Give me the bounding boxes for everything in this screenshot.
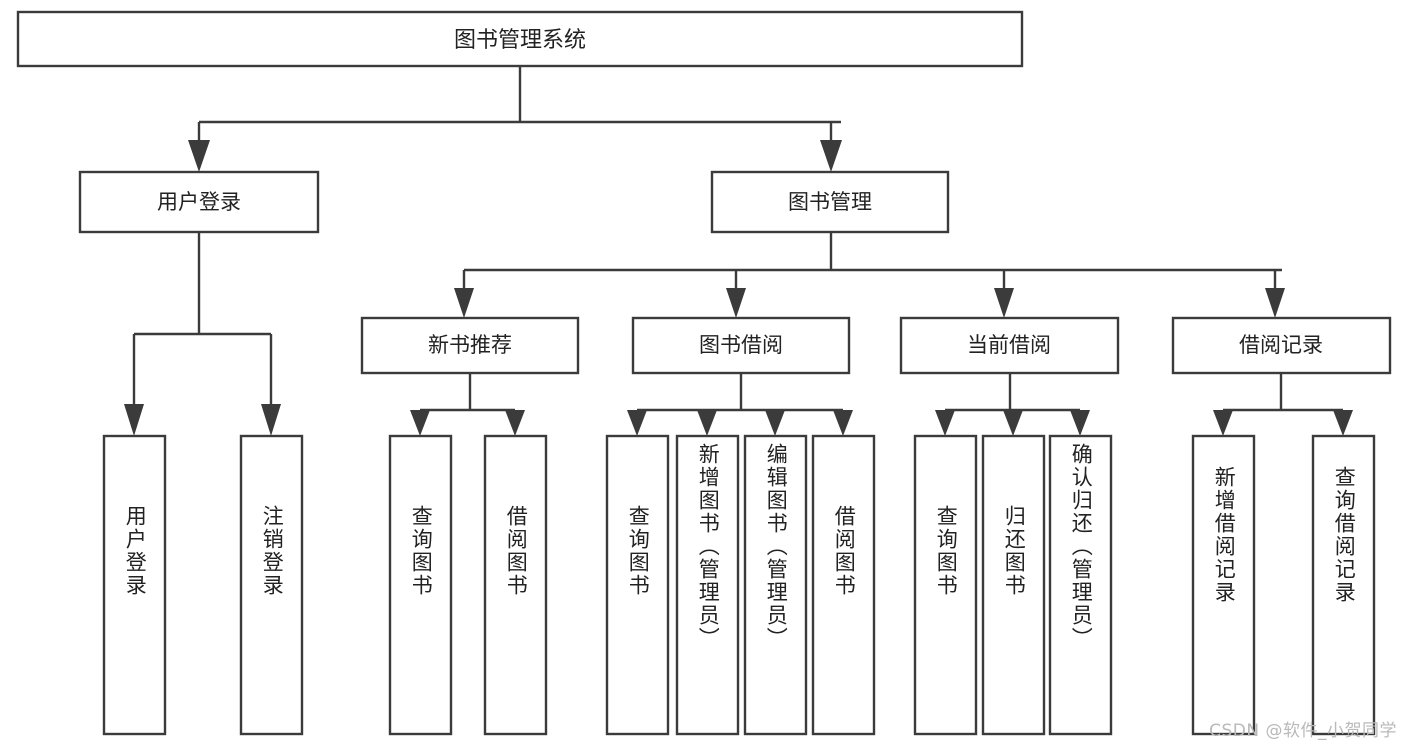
arrowhead-leaf-borrow-book-1 <box>505 410 525 436</box>
node-leaf-add-record-box[interactable] <box>1191 434 1256 736</box>
arrowhead-book-manage <box>820 140 842 172</box>
node-user-login[interactable]: 用户登录 <box>78 170 320 234</box>
node-leaf-edit-book-box[interactable] <box>743 434 808 736</box>
arrowhead-leaf-query-record <box>1333 410 1353 436</box>
node-leaf-confirm-return-box[interactable] <box>1048 434 1113 736</box>
node-leaf-query-book-3-box[interactable] <box>913 434 978 736</box>
node-user-login-box[interactable] <box>78 170 320 234</box>
node-new-book-recommend[interactable]: 新书推荐 <box>360 316 580 375</box>
node-book-manage-label: 图书管理 <box>788 190 872 214</box>
arrowhead-leaf-query-book-3 <box>935 410 955 436</box>
node-book-manage-box[interactable] <box>710 170 950 234</box>
node-leaf-borrow-book-1-box[interactable] <box>483 434 548 736</box>
arrowhead-current-borrow <box>994 288 1014 318</box>
arrowhead-leaf-borrow-book-2 <box>833 410 853 436</box>
node-book-manage[interactable]: 图书管理 <box>710 170 950 234</box>
node-leaf-borrow-book-2-box[interactable] <box>811 434 876 736</box>
node-borrow-record-box[interactable] <box>1171 316 1392 375</box>
connector-layer <box>124 66 1353 436</box>
node-leaf-logout-login-box[interactable] <box>239 434 304 736</box>
arrowhead-borrow-record <box>1265 288 1285 318</box>
node-leaf-add-book-box[interactable] <box>675 434 740 736</box>
arrowhead-leaf-confirm-return <box>1070 410 1090 436</box>
csdn-watermark: CSDN @软件_小贺同学 <box>1209 721 1397 741</box>
node-new-book-recommend-box[interactable] <box>360 316 580 375</box>
node-root[interactable]: 图书管理系统 <box>16 10 1024 68</box>
node-current-borrow-label: 当前借阅 <box>967 333 1051 357</box>
arrowhead-leaf-add-record <box>1213 410 1233 436</box>
node-leaf-query-book-1-box[interactable] <box>388 434 453 736</box>
node-book-borrow-box[interactable] <box>631 316 851 375</box>
node-new-book-recommend-label: 新书推荐 <box>428 333 512 357</box>
arrowhead-leaf-query-book-1 <box>410 410 430 436</box>
node-book-borrow[interactable]: 图书借阅 <box>631 316 851 375</box>
node-leaf-query-book-2-box[interactable] <box>605 434 670 736</box>
node-leaf-user-login-box[interactable] <box>102 434 167 736</box>
node-root-box[interactable] <box>16 10 1024 68</box>
arrowhead-leaf-user-login <box>124 404 144 436</box>
arrowhead-leaf-edit-book <box>765 410 785 436</box>
node-leaf-return-book-box[interactable] <box>981 434 1046 736</box>
arrowhead-leaf-add-book <box>697 410 717 436</box>
arrowhead-leaf-return-book <box>1003 410 1023 436</box>
arrowhead-book-borrow <box>726 288 746 318</box>
arrowhead-leaf-query-book-2 <box>627 410 647 436</box>
node-borrow-record-label: 借阅记录 <box>1239 333 1323 357</box>
node-borrow-record[interactable]: 借阅记录 <box>1171 316 1392 375</box>
node-leaf-query-record-box[interactable] <box>1311 434 1376 736</box>
arrowhead-new-book-recommend <box>454 288 474 318</box>
node-root-label: 图书管理系统 <box>454 28 586 53</box>
node-current-borrow[interactable]: 当前借阅 <box>899 316 1120 375</box>
node-user-login-label: 用户登录 <box>157 190 241 214</box>
arrowhead-leaf-logout-login <box>261 404 281 436</box>
arrowhead-user-login <box>188 140 210 172</box>
node-current-borrow-box[interactable] <box>899 316 1120 375</box>
node-book-borrow-label: 图书借阅 <box>699 333 783 357</box>
